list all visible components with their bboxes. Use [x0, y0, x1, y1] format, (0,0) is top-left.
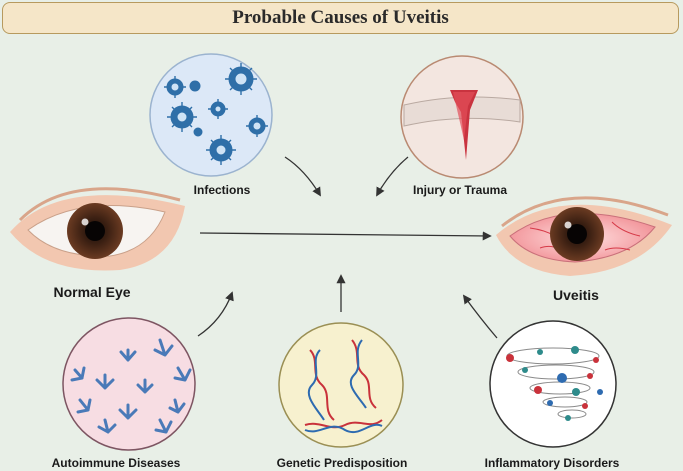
diagram-title: Probable Causes of Uveitis: [232, 7, 449, 28]
arrow-injury: [376, 156, 409, 197]
label-genetic: Genetic Predisposition: [276, 456, 408, 470]
infections-circle: [149, 53, 273, 177]
arrow-autoimmune: [197, 291, 234, 337]
normal-eye-illustration: [10, 187, 185, 271]
label-injury: Injury or Trauma: [412, 183, 508, 197]
inflammatory-circle: [489, 320, 617, 448]
label-autoimmune: Autoimmune Diseases: [51, 456, 181, 470]
uveitis-eye-illustration: [496, 196, 672, 276]
label-infections: Infections: [193, 183, 251, 197]
label-uveitis: Uveitis: [553, 287, 599, 303]
main-arrow: [199, 231, 492, 241]
injury-circle: [400, 55, 524, 179]
label-normal-eye: Normal Eye: [53, 284, 131, 300]
arrow-infections: [284, 156, 321, 197]
title-banner: Probable Causes of Uveitis: [2, 2, 679, 34]
autoimmune-circle: [62, 317, 196, 451]
arrow-inflammatory: [462, 294, 498, 339]
genetic-circle: [278, 322, 404, 448]
label-inflammatory: Inflammatory Disorders: [484, 456, 620, 470]
